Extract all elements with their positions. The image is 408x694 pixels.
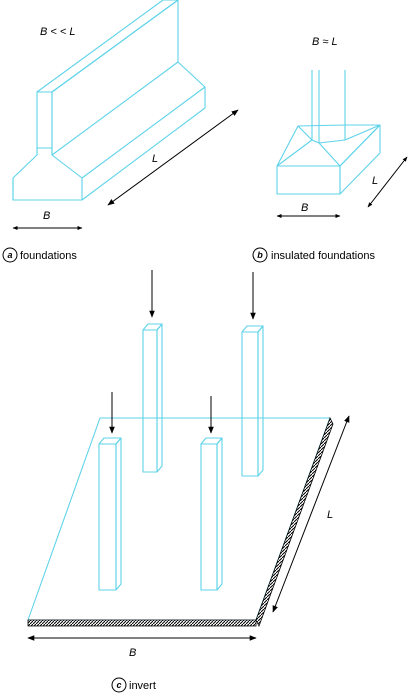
length-dimension-arrow (367, 156, 408, 208)
width-label: B (43, 210, 50, 222)
caption-text: foundations (20, 250, 77, 262)
length-label: L (327, 509, 333, 521)
width-label: B (129, 647, 136, 659)
slab-side-edge (255, 416, 334, 628)
length-label: L (152, 153, 158, 165)
column (142, 323, 163, 473)
relation-label: B ≈ L (312, 36, 338, 48)
column (98, 437, 122, 591)
caption-letter-badge (111, 677, 127, 693)
column (200, 437, 223, 591)
length-label: L (372, 175, 378, 187)
caption-letter: c (116, 680, 121, 690)
width-label: B (301, 202, 308, 214)
caption-c: c invert (111, 677, 156, 693)
caption-letter: b (257, 250, 263, 260)
raft-foundation-drawing (27, 270, 350, 641)
slab-front-edge (27, 619, 257, 627)
length-dimension-arrow (107, 109, 239, 206)
caption-letter-badge (2, 247, 18, 263)
caption-letter: a (7, 250, 12, 260)
caption-text: insulated foundations (271, 250, 375, 262)
caption-a: a foundations (2, 247, 77, 263)
caption-letter-badge (252, 247, 268, 263)
strip-foundation-drawing (12, 0, 239, 230)
column (241, 325, 264, 477)
caption-text: invert (129, 680, 156, 692)
caption-b: b insulated foundations (252, 247, 375, 263)
isolated-footing-drawing (276, 70, 408, 218)
length-dimension-arrow (272, 415, 350, 613)
relation-label: B < < L (40, 26, 75, 38)
